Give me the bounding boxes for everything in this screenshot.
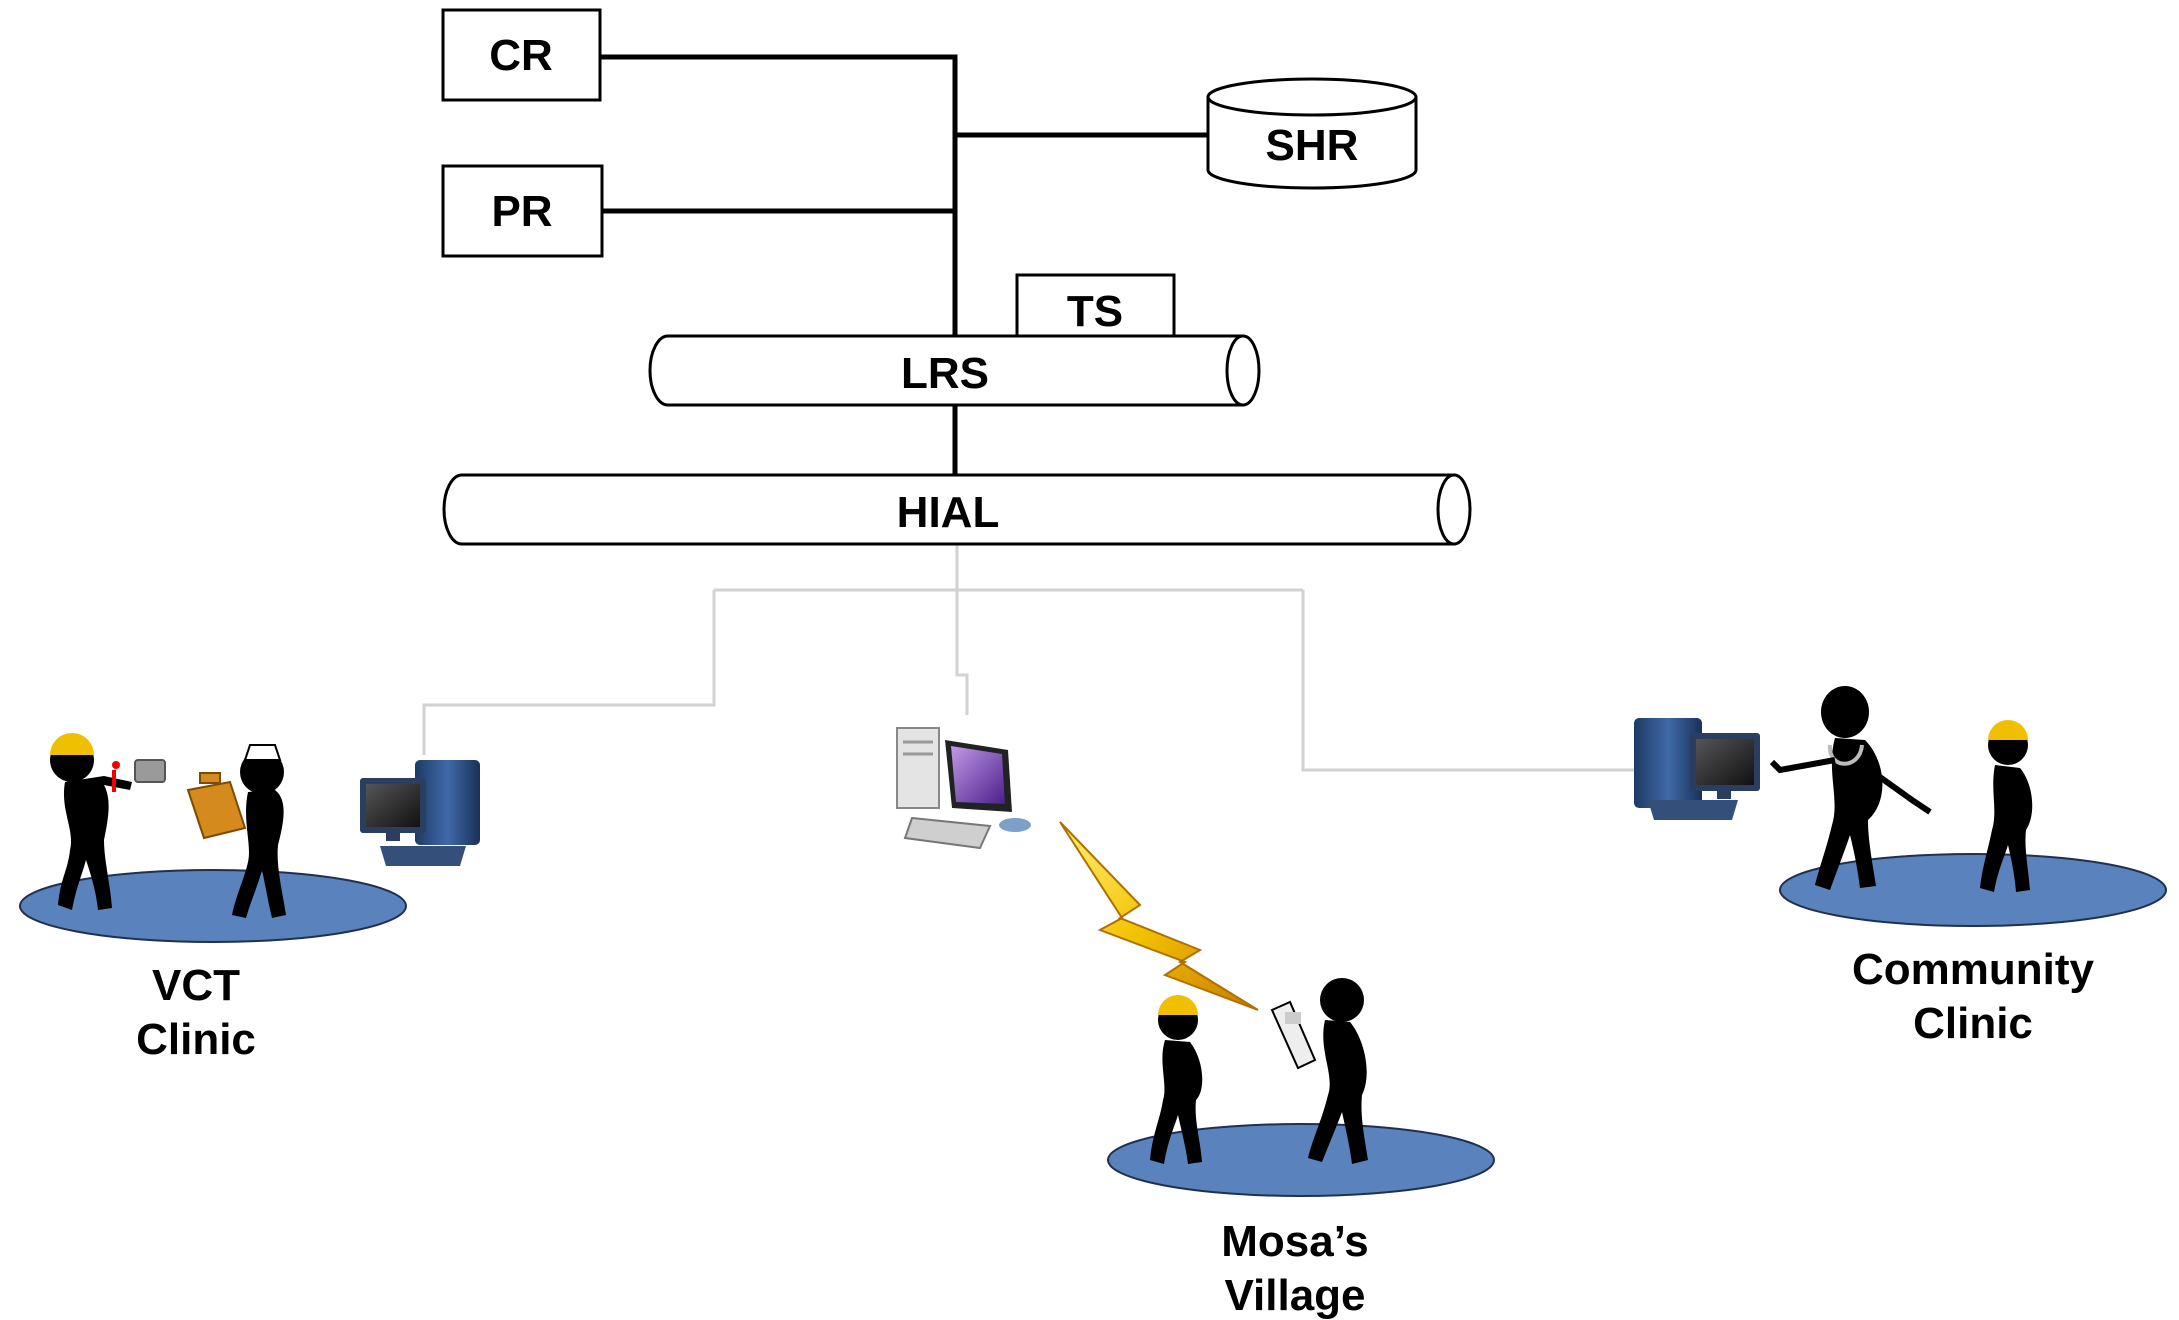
community-clinic-label: Community Clinic bbox=[1852, 945, 2095, 1048]
pr-label: PR bbox=[491, 187, 552, 236]
shr-database: SHR bbox=[1206, 77, 1418, 190]
ts-node: TS bbox=[1015, 273, 1176, 342]
village-villager-figure bbox=[1270, 978, 1368, 1164]
lrs-label: LRS bbox=[901, 349, 989, 398]
shr-label: SHR bbox=[1266, 121, 1359, 170]
vct-health-worker-figure bbox=[50, 733, 166, 910]
community-platform bbox=[1779, 853, 2167, 927]
community-doctor-figure bbox=[1769, 686, 1932, 890]
community-label-line2: Clinic bbox=[1913, 999, 2033, 1048]
community-computer-icon bbox=[1634, 718, 1760, 820]
vct-clerk-figure bbox=[186, 744, 286, 918]
vct-label-line1: VCT bbox=[152, 961, 240, 1010]
lrs-bus: LRS bbox=[648, 334, 1261, 407]
village-label: Mosa’s Village bbox=[1221, 1217, 1369, 1320]
vct-label-line2: Clinic bbox=[136, 1015, 256, 1064]
vct-clinic-label: VCT Clinic bbox=[136, 961, 256, 1064]
pr-node: PR bbox=[441, 164, 604, 258]
core-links bbox=[600, 54, 1210, 475]
hial-bus: HIAL bbox=[442, 473, 1472, 546]
wireless-link-icon bbox=[1059, 821, 1259, 1011]
cr-label: CR bbox=[489, 31, 553, 80]
ts-label: TS bbox=[1067, 287, 1123, 336]
vct-computer-icon bbox=[360, 760, 480, 866]
vct-platform bbox=[19, 869, 407, 943]
village-label-line1: Mosa’s bbox=[1221, 1217, 1369, 1266]
village-computer-icon bbox=[896, 727, 1031, 850]
cr-node: CR bbox=[441, 8, 602, 102]
site-links bbox=[422, 545, 1640, 772]
village-label-line2: Village bbox=[1224, 1271, 1365, 1320]
village-platform bbox=[1107, 1123, 1495, 1197]
community-label-line1: Community bbox=[1852, 945, 2095, 994]
hial-label: HIAL bbox=[897, 488, 1000, 537]
community-health-worker-figure bbox=[1980, 720, 2033, 892]
village-health-worker-figure bbox=[1150, 995, 1203, 1164]
